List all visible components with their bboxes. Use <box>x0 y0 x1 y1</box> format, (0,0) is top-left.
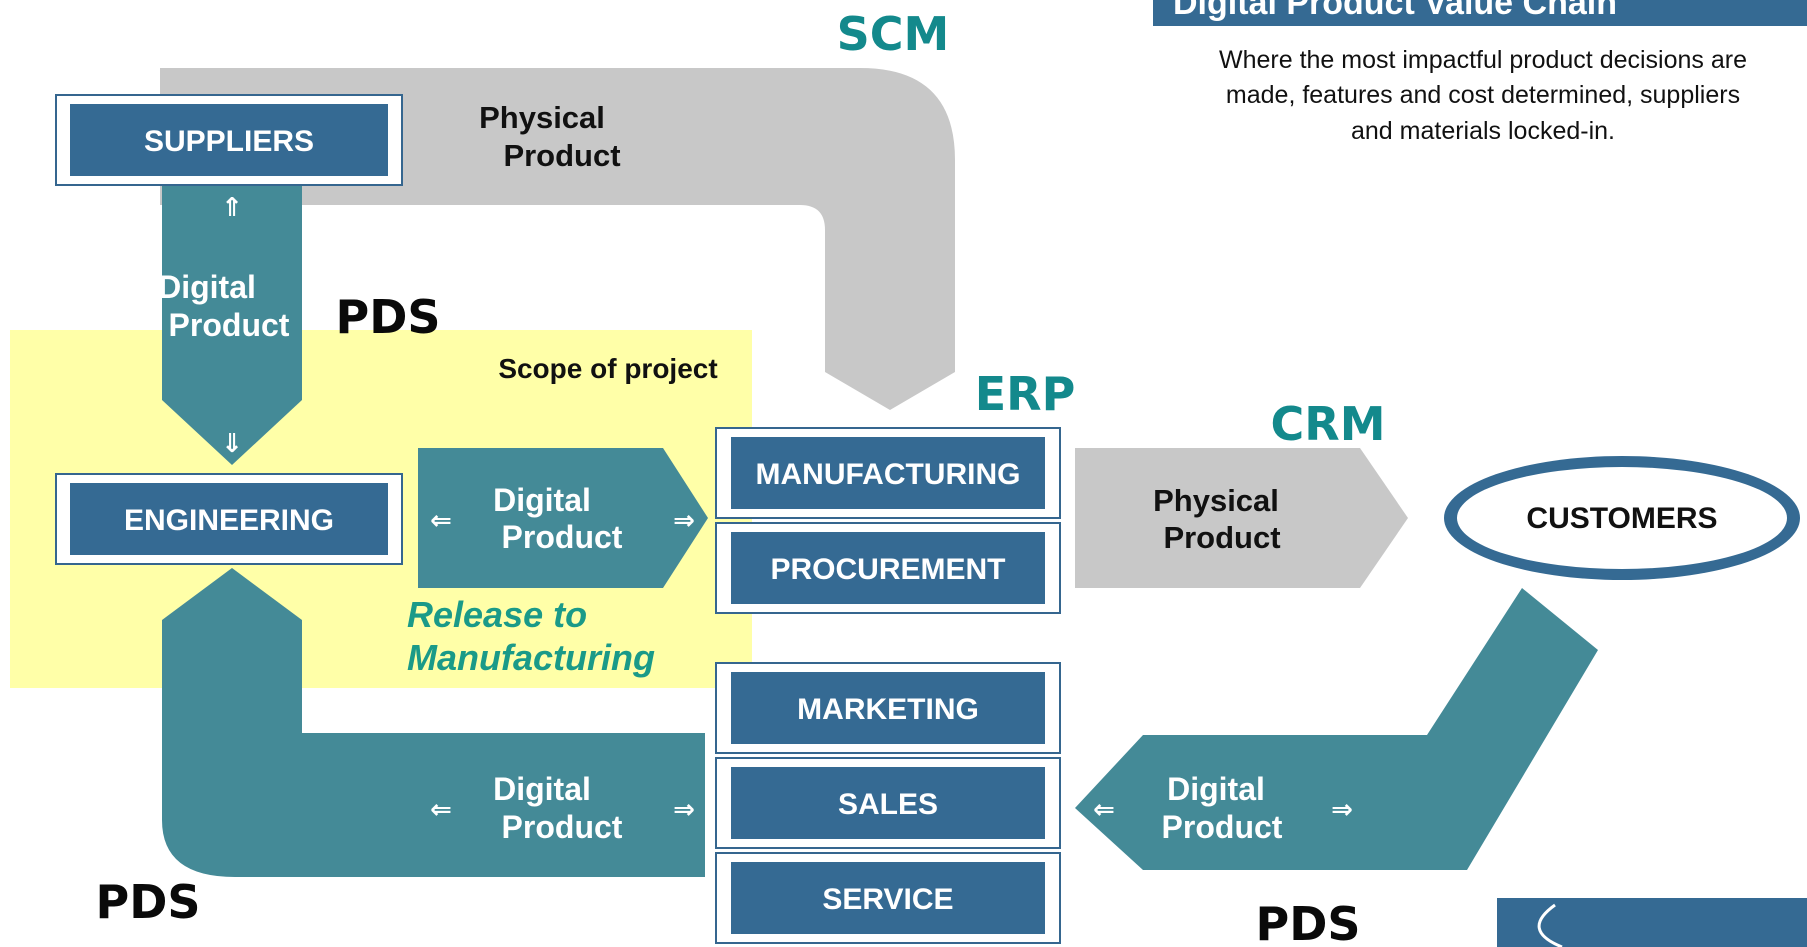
service-label: SERVICE <box>822 883 953 916</box>
pds-label-top: PDS <box>335 290 440 344</box>
scm-physical-label-line-1: Physical <box>479 100 605 135</box>
vertical-digital-label-line-2: Product <box>169 307 290 343</box>
suppliers-label: SUPPLIERS <box>144 125 314 158</box>
bottom-digital-label-line-1: Digital <box>493 771 591 807</box>
description-line-1: Where the most impactful product decisio… <box>1219 46 1747 74</box>
left-arrow-icon: ⇐ <box>1093 795 1115 825</box>
release-flow <box>418 448 708 588</box>
release-label-line-2: Manufacturing <box>407 637 655 678</box>
crm-physical-flow <box>1075 448 1408 588</box>
pds-label-bottom-left: PDS <box>95 875 200 929</box>
bottom-digital-label-line-2: Product <box>502 809 623 845</box>
customers-node: CUSTOMERS <box>1444 456 1800 580</box>
procurement-label: PROCUREMENT <box>770 553 1005 586</box>
left-arrow-icon: ⇐ <box>430 506 452 536</box>
crm-physical-label-line-1: Physical <box>1153 483 1279 518</box>
right-arrow-icon: ⇒ <box>673 506 695 536</box>
sales-label: SALES <box>838 788 938 821</box>
marketing-label: MARKETING <box>797 693 979 726</box>
vertical-digital-label-line-1: Digital <box>158 269 256 305</box>
suppliers-engineering-flow <box>162 185 302 465</box>
scm-physical-label-line-2: Product <box>503 138 620 173</box>
release-digital-label-line-2: Product <box>502 519 623 555</box>
erp-box: MANUFACTURING PROCUREMENT <box>715 427 1061 614</box>
scm-label: SCM <box>837 7 950 61</box>
suppliers-box: SUPPLIERS <box>55 94 403 186</box>
customers-label: CUSTOMERS <box>1526 502 1717 535</box>
engineering-sales-flow <box>162 568 705 877</box>
down-arrow-icon: ⇓ <box>221 429 243 459</box>
engineering-box: ENGINEERING <box>55 473 403 565</box>
customer-return-flow <box>1075 588 1598 870</box>
crm-label: CRM <box>1271 397 1386 451</box>
scope-label: Scope of project <box>498 353 717 384</box>
page-title: Digital Product Value Chain <box>1173 0 1617 22</box>
left-arrow-icon: ⇐ <box>430 795 452 825</box>
description-line-3: and materials locked-in. <box>1351 117 1615 145</box>
release-label-line-1: Release to <box>407 594 587 635</box>
logo-panel <box>1497 898 1807 947</box>
crm-physical-label-line-2: Product <box>1163 520 1280 555</box>
release-digital-label-line-1: Digital <box>493 482 591 518</box>
pds-label-bottom-right: PDS <box>1255 897 1360 947</box>
manufacturing-label: MANUFACTURING <box>756 458 1021 491</box>
title-bar <box>1153 0 1807 26</box>
engineering-label: ENGINEERING <box>124 504 334 537</box>
description-line-2: made, features and cost determined, supp… <box>1226 81 1740 109</box>
return-digital-label-line-1: Digital <box>1167 771 1265 807</box>
right-arrow-icon: ⇒ <box>673 795 695 825</box>
return-digital-label-line-2: Product <box>1162 809 1283 845</box>
crm-box: MARKETING SALES SERVICE <box>715 662 1061 944</box>
erp-label: ERP <box>975 367 1076 421</box>
up-arrow-icon: ⇑ <box>221 193 243 223</box>
right-arrow-icon: ⇒ <box>1331 795 1353 825</box>
